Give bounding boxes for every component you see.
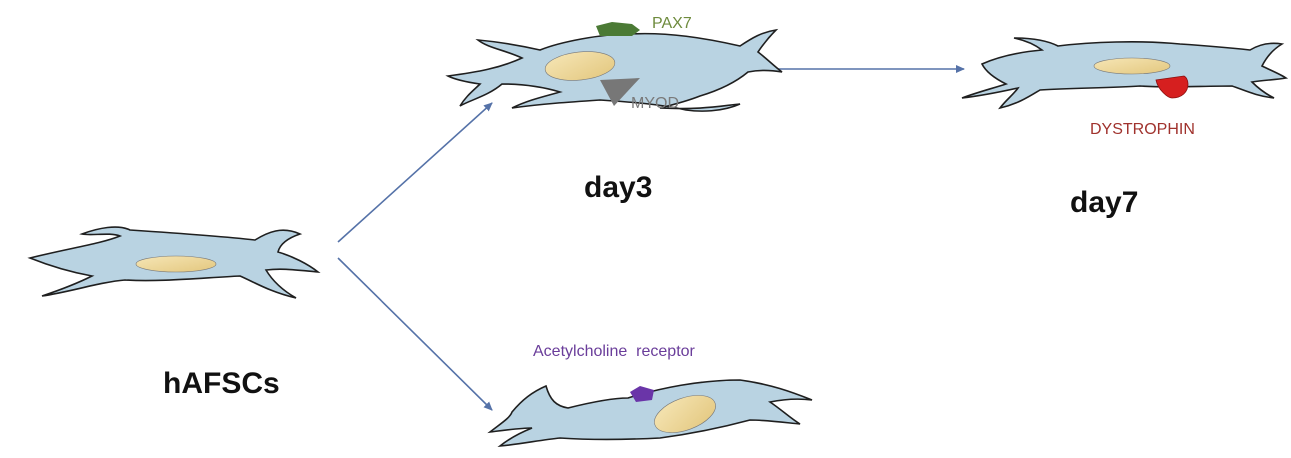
day7-nucleus	[1093, 57, 1171, 75]
day3-cell-body	[445, 28, 783, 112]
day3-label: day3	[584, 171, 652, 204]
day3-cell	[445, 22, 783, 112]
pax7-label: PAX7	[652, 15, 692, 32]
arrow-to-day3	[337, 102, 493, 243]
achr-cell-body	[487, 379, 813, 448]
day3-nucleus	[544, 51, 616, 81]
myod-label: MYOD	[631, 95, 679, 112]
dystrophin-marker	[1155, 75, 1189, 99]
day7-label: day7	[1070, 186, 1138, 219]
achr-marker	[630, 386, 654, 402]
achr-label: Acetylcholine receptor	[533, 343, 696, 360]
pax7-marker	[596, 22, 640, 36]
hafsc-cell	[27, 226, 321, 299]
dystrophin-label: DYSTROPHIN	[1090, 121, 1195, 138]
myod-marker	[600, 78, 640, 106]
arrow-to-achr-cell	[337, 257, 493, 411]
achr-cell-nucleus	[654, 395, 716, 433]
achr-cell	[487, 379, 813, 448]
hafsc-label: hAFSCs	[163, 367, 280, 400]
hafsc-nucleus	[135, 255, 217, 273]
day7-cell	[961, 37, 1289, 110]
